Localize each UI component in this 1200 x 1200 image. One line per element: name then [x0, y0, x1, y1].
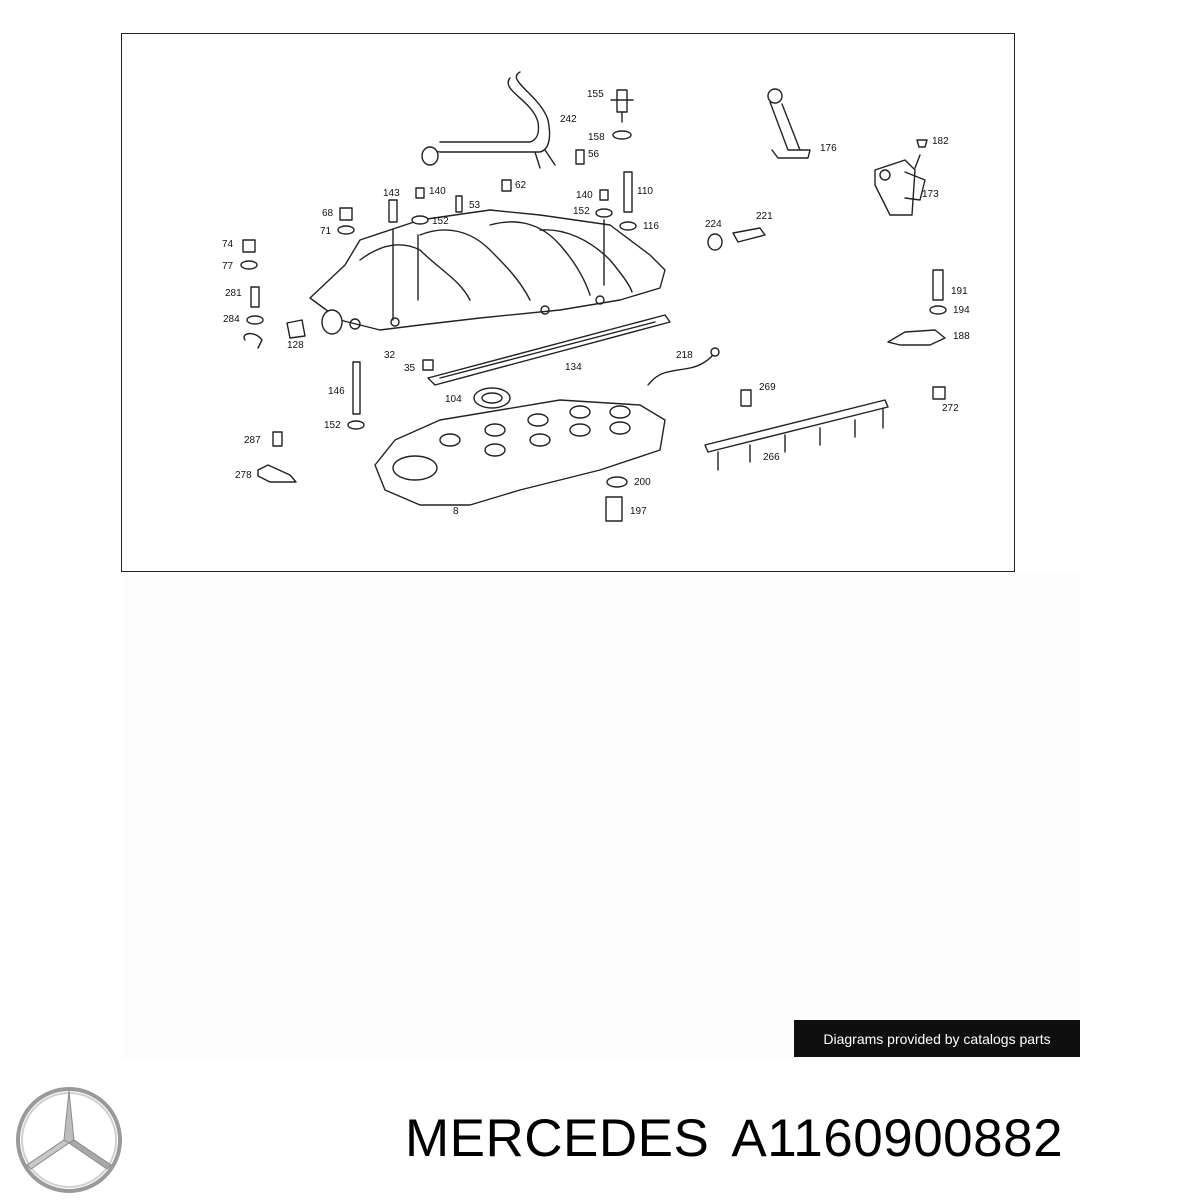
- bracket-part: [874, 139, 928, 216]
- callout-label: 272: [942, 403, 959, 414]
- callout-label: 56: [588, 149, 600, 160]
- exploded-parts-diagram: 155 242 158 56 176 182 173 143 140 53 62…: [222, 71, 970, 522]
- callout-label: 35: [404, 363, 416, 374]
- callout-label: 32: [384, 350, 396, 361]
- callout-label: 116: [643, 221, 659, 232]
- callout-label: 134: [565, 362, 582, 373]
- callout-label: 74: [222, 239, 234, 250]
- intake-manifold-lower: [374, 399, 666, 506]
- callout-label: 155: [587, 89, 604, 100]
- callout-label: 218: [676, 350, 693, 361]
- callout-label: 104: [445, 394, 462, 405]
- callout-label: 143: [383, 188, 400, 199]
- callout-label: 242: [560, 114, 577, 125]
- callout-label: 62: [515, 180, 527, 191]
- callout-label: 77: [222, 261, 234, 272]
- callout-label: 269: [759, 382, 776, 393]
- callout-label: 110: [637, 186, 653, 197]
- callout-label: 68: [322, 208, 334, 219]
- part-number: A1160900882: [731, 1109, 1064, 1168]
- callout-label: 266: [763, 452, 780, 463]
- callout-label: 188: [953, 331, 970, 342]
- callout-label: 287: [244, 435, 261, 446]
- callout-label: 284: [223, 314, 240, 325]
- callout-label: 140: [429, 186, 446, 197]
- fuel-rail-part: [704, 399, 889, 471]
- callout-label: 173: [922, 189, 939, 200]
- callout-label: 152: [432, 216, 449, 227]
- callout-label: 224: [705, 219, 722, 230]
- callout-label: 278: [235, 470, 252, 481]
- callout-label: 152: [573, 206, 590, 217]
- sensor-part: [575, 89, 634, 165]
- brand-name: MERCEDES: [405, 1109, 710, 1168]
- part-title: MERCEDES A1160900882: [405, 1108, 1085, 1169]
- callout-label: 8: [453, 506, 459, 517]
- callout-label: 191: [951, 286, 968, 297]
- seal-part: [473, 387, 511, 409]
- background-panel: [122, 573, 1080, 1060]
- hose-part: [647, 347, 720, 386]
- pipe-part: [421, 71, 556, 169]
- credit-banner: Diagrams provided by catalogs parts: [794, 1020, 1080, 1057]
- callout-label: 176: [820, 143, 837, 154]
- intake-manifold-upper: [309, 209, 666, 335]
- callout-label: 146: [328, 386, 345, 397]
- bracket-part: [767, 88, 811, 159]
- callout-label: 281: [225, 288, 242, 299]
- callout-label: 152: [324, 420, 341, 431]
- callout-label: 182: [932, 136, 949, 147]
- callout-label: 194: [953, 305, 970, 316]
- callout-label: 71: [320, 226, 332, 237]
- callout-label: 200: [634, 477, 651, 488]
- callout-label: 158: [588, 132, 605, 143]
- mercedes-star-logo: [16, 1087, 122, 1193]
- callout-label: 140: [576, 190, 593, 201]
- gasket-part: [427, 314, 671, 386]
- callout-label: 197: [630, 506, 647, 517]
- callout-label: 53: [469, 200, 481, 211]
- callout-label: 221: [756, 211, 773, 222]
- callout-label: 128: [287, 340, 304, 351]
- fastener-parts: [240, 171, 947, 522]
